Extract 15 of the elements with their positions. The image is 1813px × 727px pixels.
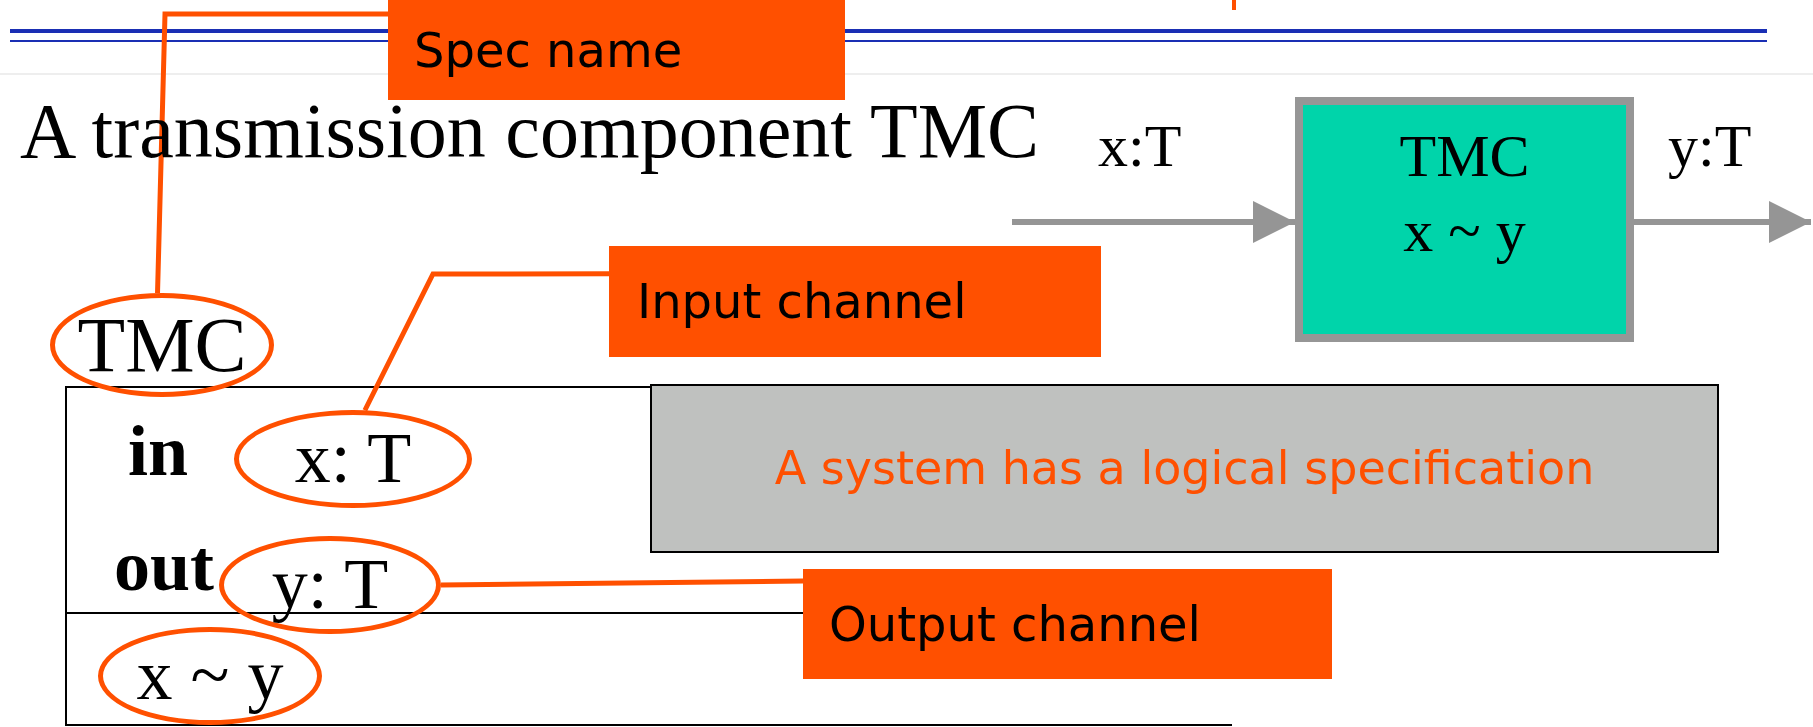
leader-line [440,578,804,588]
port-keyword: in [128,415,189,487]
flow-arrow [1012,200,1295,243]
component-box: TMC x ~ y [1295,97,1634,342]
callout-box: Output channel [803,569,1332,679]
highlight-ellipse: TMC [50,293,274,397]
port-keyword: out [114,530,215,602]
leader-line [362,271,609,412]
callout-box: Spec name [388,0,845,100]
highlight-ellipse: x ~ y [98,627,322,725]
callout-box: Input channel [609,246,1101,357]
note-box: A system has a logical specification [650,384,1719,553]
highlight-ellipse: x: T [234,410,472,508]
flow-arrow [1634,201,1811,243]
highlight-ellipse: y: T [219,536,441,634]
